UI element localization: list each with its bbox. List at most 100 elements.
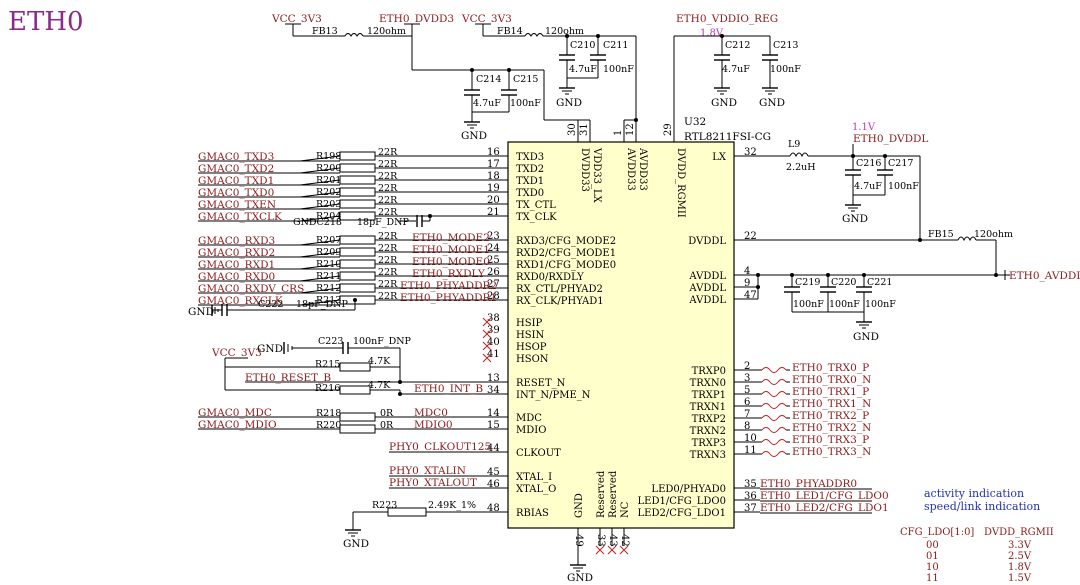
vddio-net: ETH0_VDDIO_REG (676, 13, 778, 25)
resistor (339, 412, 376, 422)
resistor-value: 22R (378, 267, 398, 278)
net-label: GMAC0_RXDV_CRS (198, 283, 304, 295)
pin-num-left: 13 (487, 373, 500, 384)
c215-ref: C215 (513, 74, 538, 85)
pin-name-left: TX_CTL (516, 200, 556, 211)
int-net: ETH0_INT_B (414, 383, 483, 395)
pin-name-bottom: Reserved (608, 470, 619, 518)
ldo-header-0: CFG_LDO[1:0] (900, 527, 974, 538)
gnd-c219: GND (853, 331, 879, 343)
resistor-value: 22R (378, 255, 398, 266)
resistor-value: 0R (380, 408, 394, 419)
c222-ref: C222 (258, 299, 283, 310)
fb14-value: 120ohm (545, 26, 584, 37)
fb15-value: 120ohm (974, 229, 1013, 240)
r223-value: 2.49K_1% (428, 500, 476, 511)
pin-num-left: 20 (487, 195, 500, 206)
resistor-value: 22R (378, 243, 398, 254)
pin-name-right: AVDDL (688, 283, 726, 294)
pin-num-left: 24 (487, 243, 500, 254)
trx-nets: ETH0_TRX0_PETH0_TRX0_NETH0_TRX1_PETH0_TR… (734, 362, 871, 458)
pin-num-left: 34 (487, 385, 500, 396)
resistor-ref: R212 (316, 283, 341, 294)
pin-num-right: 6 (744, 397, 750, 408)
r216-body (339, 385, 371, 395)
resistor (339, 271, 376, 281)
pin-name-left: TXD0 (516, 188, 544, 199)
r223-ref: R223 (372, 500, 397, 511)
fb13-ref: FB13 (312, 26, 338, 37)
pin-num-left: 19 (487, 183, 500, 194)
pin-num-left: 45 (487, 467, 500, 478)
resistor-value: 22R (378, 279, 398, 290)
hs-nc-marks (482, 317, 492, 363)
pin-num-top: 1 (613, 130, 624, 136)
net-label: GMAC0_TXEN (198, 199, 276, 211)
pin-name-right: TRXN1 (690, 402, 726, 413)
pin-num-left: 26 (487, 267, 500, 278)
gnd-c214: GND (461, 130, 487, 142)
pin-num-right: 47 (744, 290, 757, 301)
pin-name-left: MDC (516, 413, 542, 424)
gnd-c212: GND (711, 97, 737, 109)
ldo-voltage: 1.8V (1008, 562, 1032, 573)
pin-name-right: LED0/PHYAD0 (651, 484, 726, 495)
r215-body (339, 362, 371, 372)
c220-ref: C220 (831, 277, 856, 288)
pin-num-left: 40 (487, 337, 500, 348)
trx-net: ETH0_TRX1_P (792, 386, 869, 398)
fb15-ref: FB15 (928, 229, 954, 240)
c221-value: 100nF (865, 299, 896, 310)
pin-name-left: RX_CLK/PHYAD1 (516, 296, 604, 307)
pin-name-top: VDD33_LX (591, 147, 602, 204)
resistor-value: 22R (378, 159, 398, 170)
pin-num-left: 16 (487, 147, 500, 158)
pin-num-left: 21 (487, 207, 500, 218)
bottom-gnd: GND (567, 572, 593, 584)
pin-name-right: LED2/CFG_LDO1 (638, 508, 727, 519)
resistor-ref: R207 (316, 235, 341, 246)
c221-ref: C221 (867, 277, 892, 288)
rbias-gnd: GND (343, 538, 369, 550)
resistor (339, 247, 376, 257)
led-net: ETH0_LED1/CFG_LDO0 (760, 490, 889, 502)
gnd-c216: GND (842, 213, 868, 225)
pin-name-top: AVDD33 (625, 147, 636, 191)
r215-value: 4.7K (368, 356, 391, 367)
resistor (339, 259, 376, 269)
pin-num-right: 5 (744, 385, 750, 396)
gnd-c213: GND (759, 97, 785, 109)
net-label: GMAC0_MDIO (198, 419, 277, 431)
led-net: ETH0_PHYADDR0 (760, 478, 857, 490)
mode-net: ETH0_PHYADDR1 (400, 292, 497, 304)
pin-name-left: XTAL_O (516, 484, 556, 495)
pin-name-left: TXD3 (516, 152, 544, 163)
pin-name-left: RESET_N (516, 378, 566, 389)
c223-gnd: GND (257, 343, 283, 355)
pin-name-right: AVDDL (688, 295, 726, 306)
c213-value: 100nF (770, 64, 801, 75)
pin-num-right: 35 (744, 479, 757, 490)
pin-name-bottom: Reserved (596, 470, 607, 518)
vcc-2: VCC_3V3 (461, 13, 512, 25)
pin-num-right: 11 (744, 445, 757, 456)
pin-name-left: TX_CLK (516, 212, 557, 223)
pin-name-right: TRXN0 (690, 378, 726, 389)
tp-marker (761, 391, 787, 397)
pin-num-right: 32 (744, 147, 757, 158)
pin-name-left: CLKOUT (516, 448, 561, 459)
pin-name-top: DVDD_RGMII (675, 148, 686, 218)
c212-ref: C212 (725, 40, 750, 51)
reset-net: ETH0_RESET_B (245, 372, 331, 384)
c223-value: 100nF_DNP (353, 336, 412, 347)
pin-num-left: 23 (487, 231, 500, 242)
pin-name-left: HSON (516, 354, 549, 365)
net-label: GMAC0_TXCLK (198, 211, 282, 223)
resistor (339, 163, 376, 173)
reset-section: VCC_3V3 GND C223 100nF_DNP R215 4.7K ETH… (211, 336, 508, 396)
pin-num-left: 25 (487, 255, 500, 266)
c220-value: 100nF (829, 299, 860, 310)
mode-net: ETH0_MODE0 (412, 256, 490, 268)
